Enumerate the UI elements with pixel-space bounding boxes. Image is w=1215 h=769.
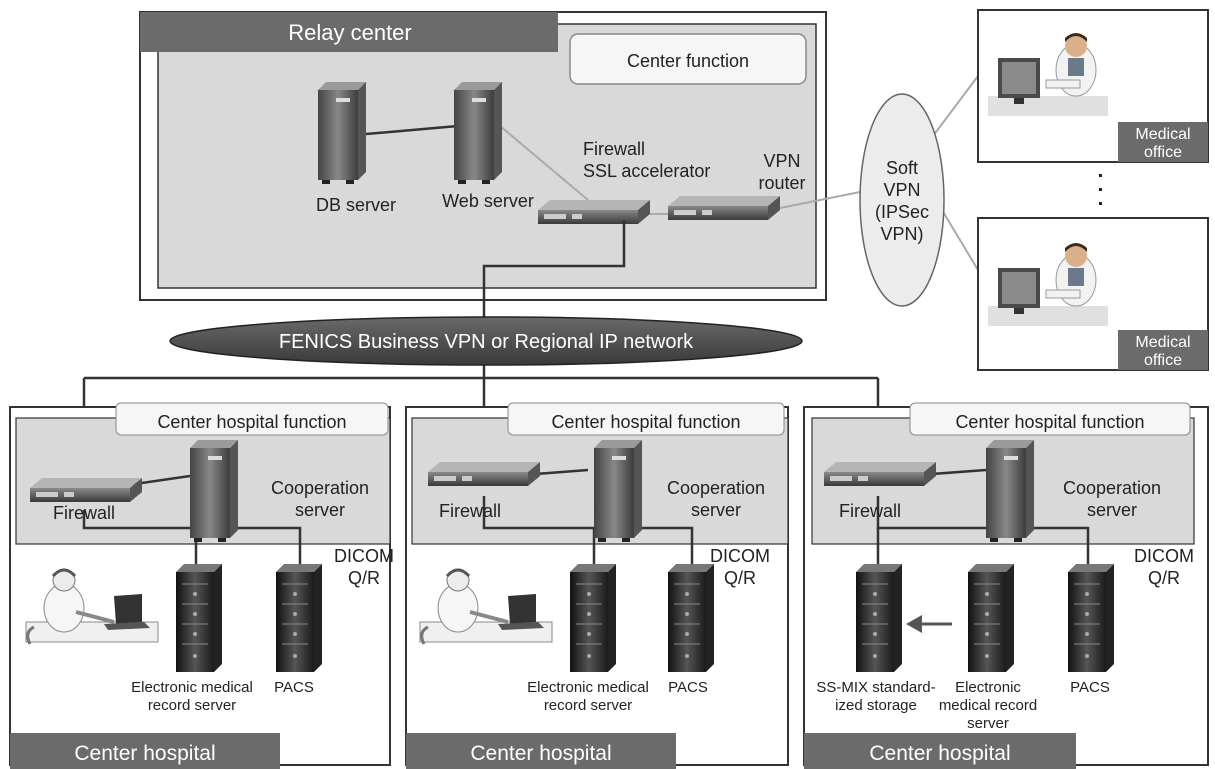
db-server-icon: [318, 82, 366, 184]
hospital-1-function-label: Center hospital function: [157, 412, 346, 432]
hospital-2-coop-line2: server: [691, 500, 741, 520]
hospital-1-dicom-line1: DICOM: [334, 546, 394, 566]
hospital-1-emr-line2: record server: [148, 697, 236, 714]
hospital-3-function-label: Center hospital function: [955, 412, 1144, 432]
hospital-3-firewall-icon: [824, 462, 936, 486]
vpn-router-label-line2: router: [758, 173, 805, 193]
medical-office-1: Medical office: [977, 9, 1209, 163]
hospital-1-firewall-icon: [30, 478, 142, 502]
hospital-2-emr-line1: Electronic medical: [527, 679, 649, 696]
hospital-3-dicom-line2: Q/R: [1148, 568, 1180, 588]
soft-vpn-line4: VPN): [880, 224, 923, 244]
hospital-1-title: Center hospital: [74, 742, 215, 765]
hospital-3-dicom-line1: DICOM: [1134, 546, 1194, 566]
ssl-accelerator-label: SSL accelerator: [583, 161, 710, 181]
hospital-3-coop-line2: server: [1087, 500, 1137, 520]
hospital-2-firewall-label: Firewall: [439, 501, 501, 521]
soft-vpn-line3: (IPSec: [875, 202, 929, 222]
soft-vpn: Soft VPN (IPSec VPN): [859, 75, 979, 307]
hospital-3-coop-line1: Cooperation: [1063, 478, 1161, 498]
ellipsis-dots: [1099, 174, 1102, 205]
db-server-label: DB server: [316, 195, 396, 215]
hospital-1-coop-line2: server: [295, 500, 345, 520]
web-server-icon: [454, 82, 502, 184]
hospital-3-pacs-icon: [1067, 563, 1115, 673]
hospital-3-cooperation-server-icon: [986, 440, 1034, 542]
medical-office-1-line1: Medical: [1135, 126, 1190, 143]
relay-center-title-bar: [140, 12, 558, 52]
hospital-2-dicom-line1: DICOM: [710, 546, 770, 566]
hospital-3-emr-line2: medical record: [939, 697, 1037, 714]
center-function-label: Center function: [627, 51, 749, 71]
medical-office-1-line2: office: [1144, 144, 1182, 161]
soft-vpn-line1: Soft: [886, 158, 918, 178]
hospital-3-emr-line1: Electronic: [955, 679, 1021, 696]
hospital-2-pacs-label: PACS: [668, 679, 708, 696]
hospital-2-emr-line2: record server: [544, 697, 632, 714]
hospital-2-pacs-icon: [667, 563, 715, 673]
center-hospital-2: Center hospital function Firewall Cooper…: [405, 402, 789, 769]
network-cloud: FENICS Business VPN or Regional IP netwo…: [169, 316, 803, 366]
hospital-2-cooperation-server-icon: [594, 440, 642, 542]
hospital-2-coop-line1: Cooperation: [667, 478, 765, 498]
hospital-1-emr-line1: Electronic medical: [131, 679, 253, 696]
medical-office-2: Medical office: [977, 217, 1209, 371]
hospital-1-pacs-label: PACS: [274, 679, 314, 696]
hospital-2-emr-server-icon: [569, 563, 617, 673]
relay-center: Relay center Center function DB server W…: [139, 11, 871, 301]
center-hospital-1: Center hospital function Firewall Cooper…: [9, 402, 394, 769]
hospital-1-coop-line1: Cooperation: [271, 478, 369, 498]
hospital-1-dicom-line2: Q/R: [348, 568, 380, 588]
hospital-2-firewall-icon: [428, 462, 540, 486]
vpn-router-label-line1: VPN: [763, 151, 800, 171]
web-server-label: Web server: [442, 191, 534, 211]
hospital-2-dicom-line2: Q/R: [724, 568, 756, 588]
medical-office-2-line2: office: [1144, 352, 1182, 369]
hospital-1-cooperation-server-icon: [190, 440, 238, 542]
medical-office-2-line1: Medical: [1135, 334, 1190, 351]
hospital-1-emr-server-icon: [175, 563, 223, 673]
hospital-2-function-label: Center hospital function: [551, 412, 740, 432]
relay-center-title: Relay center: [288, 20, 412, 45]
hospital-3-emr-line3: server: [967, 715, 1009, 732]
network-label: FENICS Business VPN or Regional IP netwo…: [279, 331, 694, 353]
hospital-3-pacs-label: PACS: [1070, 679, 1110, 696]
hospital-1-pacs-icon: [275, 563, 323, 673]
data-flow-arrow-icon: [906, 615, 952, 633]
hospital-3-ssmix-line2: ized storage: [835, 697, 917, 714]
firewall-label: Firewall: [583, 139, 645, 159]
hospital-3-title: Center hospital: [869, 742, 1010, 765]
vpn-router-icon: [668, 196, 780, 220]
hospital-3-ssmix-line1: SS-MIX standard-: [816, 679, 935, 696]
firewall-ssl-icon: [538, 200, 650, 224]
soft-vpn-ellipse: [859, 93, 945, 307]
hospital-3-firewall-label: Firewall: [839, 501, 901, 521]
hospital-1-firewall-label: Firewall: [53, 503, 115, 523]
center-hospital-3: Center hospital function Firewall Cooper…: [803, 402, 1209, 769]
hospital-3-emr-server-icon: [967, 563, 1015, 673]
soft-vpn-line2: VPN: [883, 180, 920, 200]
center-function-box: [569, 33, 807, 85]
hospital-2-title: Center hospital: [470, 742, 611, 765]
hospital-3-ssmix-storage-icon: [855, 563, 903, 673]
